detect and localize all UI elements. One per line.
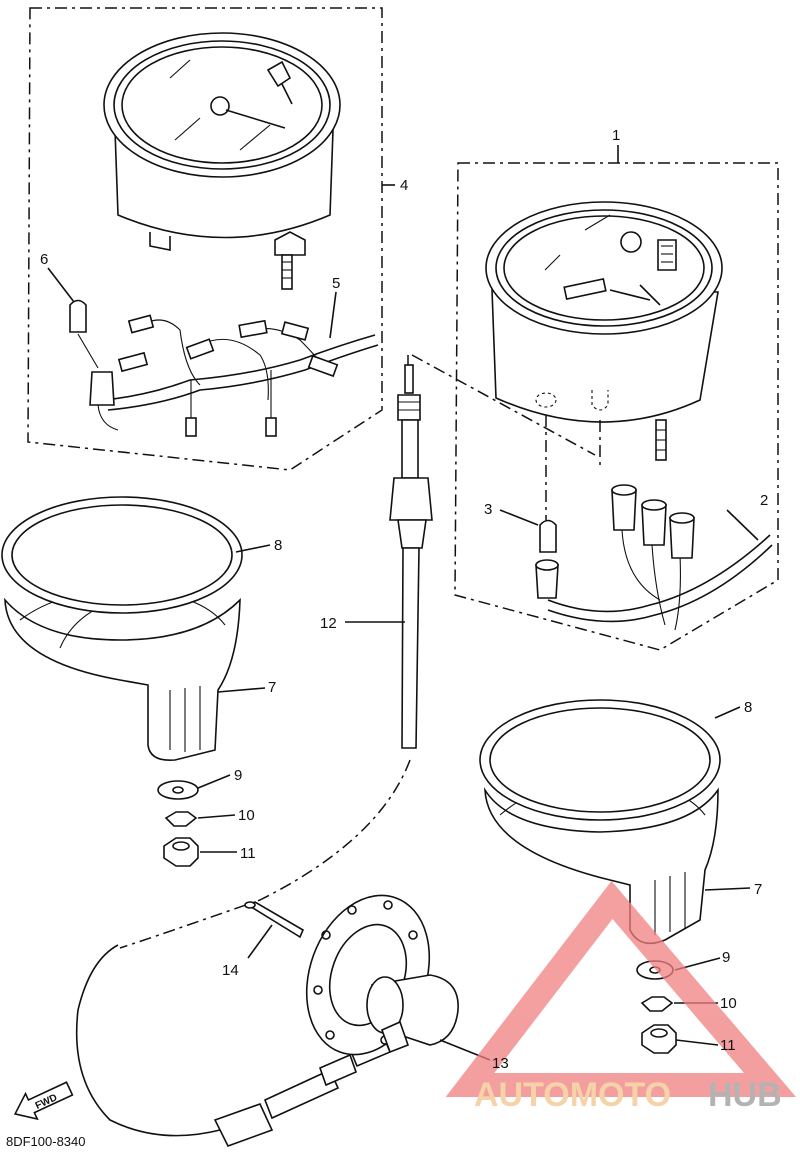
nut-10-right bbox=[640, 996, 674, 1012]
callout-8-right: 8 bbox=[744, 699, 752, 716]
callout-5: 5 bbox=[332, 275, 340, 292]
callout-4: 4 bbox=[400, 177, 408, 194]
callout-11-right: 11 bbox=[720, 1037, 736, 1054]
wire-harness-5 bbox=[89, 314, 379, 437]
nut-11-right bbox=[641, 1024, 677, 1054]
rubber-ring-8-right bbox=[479, 699, 721, 821]
group-box-4 bbox=[27, 7, 383, 471]
callout-13: 13 bbox=[492, 1055, 509, 1072]
pin-14 bbox=[244, 901, 305, 939]
callout-7-left: 7 bbox=[268, 679, 276, 696]
callout-6: 6 bbox=[40, 251, 48, 268]
nut-10-left bbox=[164, 811, 198, 827]
callout-1: 1 bbox=[612, 127, 620, 144]
bracket-7-left bbox=[4, 589, 241, 762]
meter-cable-12 bbox=[75, 354, 596, 1147]
wire-harness-2 bbox=[535, 484, 773, 631]
callout-labels: 1 2 3 4 5 6 7 8 9 10 11 12 13 14 8 7 9 1… bbox=[40, 127, 768, 1072]
callout-10-right: 10 bbox=[720, 995, 737, 1012]
callout-14: 14 bbox=[222, 962, 239, 979]
watermark-text-auto: AUTOMOTO bbox=[474, 1076, 671, 1114]
washer-9-left bbox=[157, 780, 199, 800]
callout-9-left: 9 bbox=[234, 767, 242, 784]
nut-11-left bbox=[163, 837, 199, 867]
bulb-3 bbox=[539, 415, 601, 553]
diagram-code: 8DF100-8340 bbox=[6, 1134, 86, 1149]
watermark-logo: AUTOMOTO HUB bbox=[445, 880, 797, 1114]
callout-8-left: 8 bbox=[274, 537, 282, 554]
callout-11-left: 11 bbox=[240, 845, 256, 862]
callout-12: 12 bbox=[320, 615, 337, 632]
rubber-ring-8-left bbox=[1, 496, 243, 614]
callout-10-left: 10 bbox=[238, 807, 255, 824]
fwd-arrow: FWD bbox=[13, 1081, 74, 1121]
callout-9-right: 9 bbox=[722, 949, 730, 966]
watermark-text-hub: HUB bbox=[708, 1076, 782, 1114]
gauge-assembly-1 bbox=[485, 201, 723, 461]
bulb-6 bbox=[69, 299, 99, 369]
meter-gear-unit-13 bbox=[305, 894, 459, 1056]
callout-3: 3 bbox=[484, 501, 492, 518]
callout-2: 2 bbox=[760, 492, 768, 509]
group-box-1 bbox=[454, 162, 779, 651]
callout-7-right: 7 bbox=[754, 881, 762, 898]
gauge-assembly-4 bbox=[103, 32, 341, 290]
